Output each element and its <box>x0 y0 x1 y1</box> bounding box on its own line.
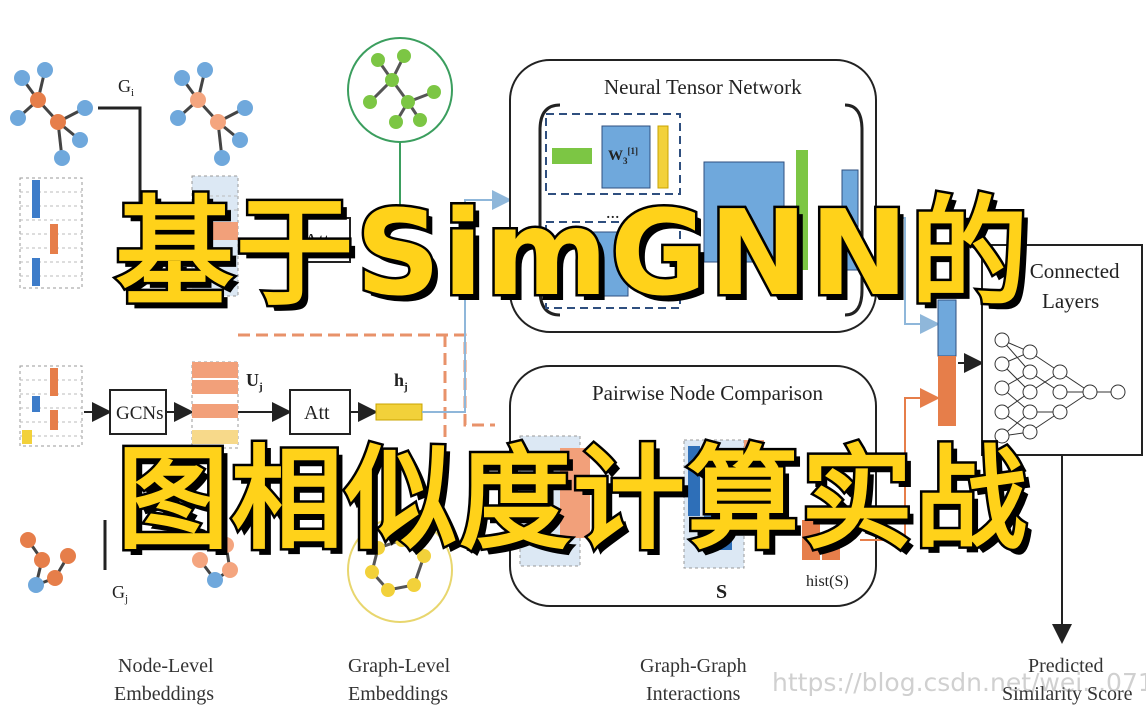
graph-gj-icon <box>20 532 238 593</box>
node-feature-matrix-bottom <box>19 365 83 447</box>
ntn-dashed-slice-2 <box>545 221 681 309</box>
gcn-label: GCNs <box>116 403 164 424</box>
orange-path-to-fc <box>860 388 940 541</box>
hist-label: hist(S) <box>806 573 849 590</box>
gi-connector <box>98 106 142 215</box>
graph-gi-icon <box>10 62 93 166</box>
ntn-left-bracket <box>538 103 561 317</box>
section-graph-level-2: Embeddings <box>348 683 448 705</box>
graph-gi-copy-icon <box>170 62 253 166</box>
section-graph-graph-2: Interactions <box>646 683 741 705</box>
section-node-level-1: Node-Level <box>118 655 214 677</box>
concat-vector-orange <box>938 356 956 426</box>
section-graph-level-1: Graph-Level <box>348 655 451 677</box>
ntn-green-column <box>796 150 808 270</box>
fc-network-icon <box>994 332 1126 444</box>
ntn-green-vector <box>552 148 592 164</box>
graph-level-embedding-graph-bottom <box>347 517 453 623</box>
ntn-output-vector <box>841 169 859 271</box>
pnc-title: Pairwise Node Comparison <box>592 381 823 405</box>
ntn-w-matrix-2 <box>577 231 629 297</box>
overlay-title-line-2: 图相似度计算实战 <box>115 433 1030 568</box>
graph-label-gi: Gi <box>118 76 134 99</box>
histogram-bars <box>802 520 840 560</box>
ntn-w-matrix <box>601 125 651 189</box>
ntn-dashed-slice-1 <box>545 113 681 195</box>
att-label-top: Att <box>304 230 330 252</box>
node-embedding-matrix-top <box>191 175 239 297</box>
gcn-box <box>109 389 167 435</box>
ntn-title: Neural Tensor Network <box>604 75 802 99</box>
overlay-title-line-1: 基于SimGNN的 <box>113 182 1031 325</box>
node-feature-matrix-top <box>19 177 83 289</box>
blue-path-to-fc <box>876 217 940 334</box>
ntn-dots: ... <box>606 202 620 222</box>
section-predicted-1: Predicted <box>1028 655 1104 677</box>
att-box-top <box>289 217 351 263</box>
section-graph-graph-1: Graph-Graph <box>640 655 747 677</box>
graph-level-embedding-graph-top <box>347 37 453 205</box>
ntn-w-label-2: W <box>584 258 599 274</box>
blue-path-to-ntn <box>422 190 512 413</box>
section-predicted-2: Similarity Score <box>1002 683 1133 705</box>
ntn-plus: + <box>684 202 696 227</box>
s-label: S <box>716 581 727 603</box>
fc-box <box>981 244 1143 456</box>
graph-label-gj: Gj <box>112 582 128 605</box>
pnc-similarity-matrix <box>519 435 784 569</box>
h-label: hj <box>394 370 408 393</box>
fc-title-2: Layers <box>1042 289 1099 313</box>
ntn-v-matrix <box>703 161 785 263</box>
ntn-w-label: W3[1] <box>608 146 638 166</box>
section-node-level-2: Embeddings <box>114 683 214 705</box>
h-vector <box>375 403 423 421</box>
u-label: Uj <box>246 370 263 393</box>
ntn-yellow-vector <box>657 125 669 189</box>
fc-title-1: y Connected <box>1014 259 1120 283</box>
att-label-bottom: Att <box>304 402 330 424</box>
att-box-bottom <box>289 389 351 435</box>
ntn-right-bracket <box>844 103 864 317</box>
watermark: https://blog.csdn.net/wei...07136 <box>772 668 1146 697</box>
node-embedding-matrix-bottom <box>191 361 239 449</box>
